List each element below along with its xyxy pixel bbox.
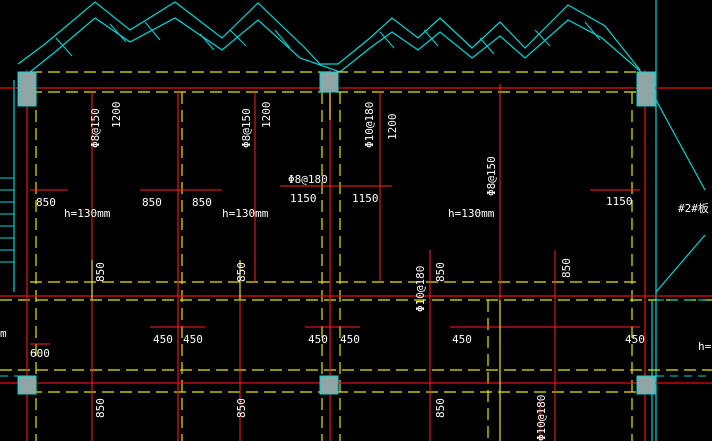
cyan-dashed — [0, 299, 712, 377]
zigzag-inner — [29, 17, 649, 79]
label-bar-mid: Φ10@180 — [414, 266, 427, 312]
label-len-1200-b: 1200 — [260, 102, 273, 129]
label-d-450-4: 450 — [340, 333, 360, 346]
annotations: Φ8@150 1200 Φ8@150 1200 Φ10@180 1200 Φ8@… — [0, 102, 712, 441]
label-v-850-4: 850 — [560, 258, 573, 278]
label-bar-c: Φ10@180 — [363, 102, 376, 148]
right-diag-1 — [655, 99, 706, 191]
label-len-1200-c: 1200 — [386, 114, 399, 141]
axis-lines — [0, 70, 712, 441]
zigzag-outer — [17, 1, 641, 71]
label-bar-top-mid: Φ8@180 — [288, 173, 328, 186]
label-d-450-6: 450 — [625, 333, 645, 346]
label-bar-d: Φ8@150 — [485, 156, 498, 196]
label-h-1: h=130mm — [64, 207, 111, 220]
label-b-850-3: 850 — [434, 398, 447, 418]
label-len-1200-a: 1200 — [110, 102, 123, 129]
label-v-850-2: 850 — [235, 262, 248, 282]
slab-edges — [0, 71, 712, 441]
label-h-2: h=130mm — [222, 207, 269, 220]
label-d-450-2: 450 — [183, 333, 203, 346]
rebar-lines — [30, 84, 640, 441]
stair-lines — [0, 177, 14, 263]
label-b-850-2: 850 — [235, 398, 248, 418]
label-d-1150-1: 1150 — [290, 192, 317, 205]
label-d-850-1: 850 — [36, 196, 56, 209]
zigzag-hatches — [55, 21, 601, 57]
label-b-850-1: 850 — [94, 398, 107, 418]
label-d-450-3: 450 — [308, 333, 328, 346]
column-top-right — [636, 71, 656, 107]
label-right-tag: #2#板 — [678, 201, 709, 215]
label-h-3: h=130mm — [448, 207, 495, 220]
column-top-left — [17, 71, 37, 107]
label-right-h: h= — [698, 340, 712, 353]
column-bot-left — [17, 375, 37, 395]
label-b-180: Φ10@180 — [535, 395, 548, 441]
label-v-850-1: 850 — [94, 262, 107, 282]
rebar-markers — [91, 92, 501, 441]
label-bar-b: Φ8@150 — [240, 108, 253, 148]
label-d-850-3: 850 — [192, 196, 212, 209]
label-d-1150-3: 1150 — [606, 195, 633, 208]
label-left-m: m — [0, 327, 7, 340]
label-d-450-5: 450 — [452, 333, 472, 346]
column-bot-right — [636, 375, 656, 395]
label-left-600: 600 — [30, 347, 50, 360]
column-bot-mid — [319, 375, 339, 395]
label-d-1150-2: 1150 — [352, 192, 379, 205]
wall-outline — [13, 0, 706, 441]
label-v-850-3: 850 — [434, 262, 447, 282]
label-bar-a: Φ8@150 — [89, 108, 102, 148]
right-diag-2 — [655, 234, 706, 293]
columns — [17, 71, 656, 395]
column-top-mid — [319, 71, 339, 93]
label-d-450-1: 450 — [153, 333, 173, 346]
label-d-850-2: 850 — [142, 196, 162, 209]
